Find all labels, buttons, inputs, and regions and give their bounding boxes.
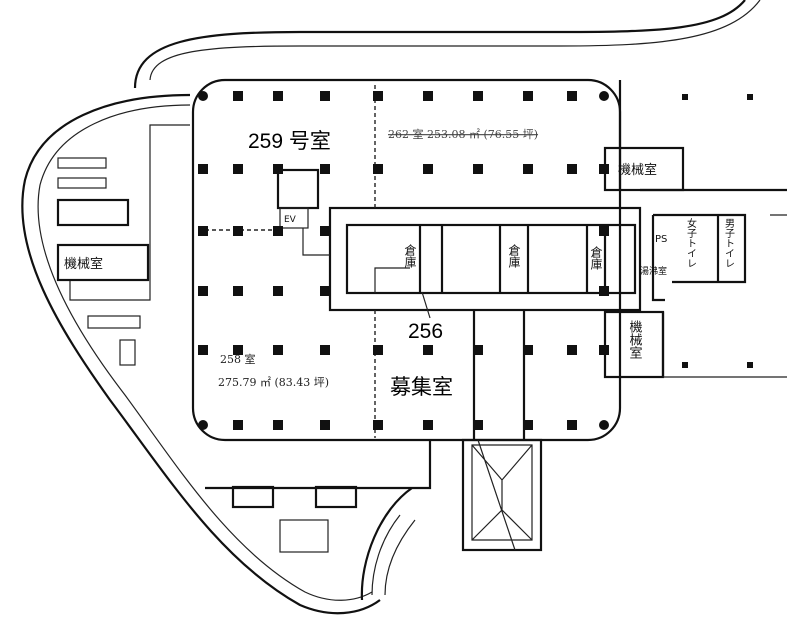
structural-column (567, 164, 577, 174)
leader-line (421, 291, 431, 319)
wall (302, 228, 330, 256)
outer-left-curve-inner (37, 104, 373, 601)
structural-column (273, 345, 283, 355)
fixture (57, 157, 107, 169)
structural-column (320, 345, 330, 355)
structural-column (523, 164, 533, 174)
structural-column (523, 345, 533, 355)
room-259-label: 259 号室 (248, 130, 331, 153)
mens-toilet-label: 男子トイレ (723, 218, 735, 268)
fixture (87, 315, 141, 329)
structural-column (599, 226, 609, 236)
structural-column (198, 345, 208, 355)
columns (198, 91, 753, 430)
ps-label: PS (655, 234, 667, 245)
structural-column (273, 286, 283, 296)
structural-column (682, 94, 688, 100)
structural-column (233, 345, 243, 355)
fixture (279, 519, 329, 553)
room-258-area: 275.79 ㎡ (83.43 坪) (218, 376, 329, 389)
room-258-name: 258 室 (220, 352, 256, 366)
structural-column (373, 91, 383, 101)
outer-left-curve (21, 93, 381, 615)
structural-column (233, 420, 243, 430)
structural-column (599, 345, 609, 355)
structural-column (198, 286, 208, 296)
structural-column (273, 91, 283, 101)
inner-left-wing (69, 124, 190, 301)
structural-column (198, 164, 208, 174)
structural-column (567, 420, 577, 430)
fixture (56, 198, 130, 227)
fixture (231, 485, 275, 509)
structural-column (273, 164, 283, 174)
structural-column (320, 420, 330, 430)
entrance-canopy (461, 438, 543, 552)
fixture (314, 485, 358, 509)
structural-column (423, 345, 433, 355)
structural-column (320, 91, 330, 101)
machine-room-left (56, 243, 150, 282)
structural-column (273, 420, 283, 430)
structural-column (198, 420, 208, 430)
structural-column (373, 345, 383, 355)
structural-column (373, 420, 383, 430)
structural-column (320, 286, 330, 296)
structural-column (273, 226, 283, 236)
structural-column (567, 91, 577, 101)
machine-room-left-label: 機械室 (64, 256, 103, 272)
structural-column (473, 345, 483, 355)
structural-column (523, 91, 533, 101)
womens-toilet-label: 女子トイレ (685, 217, 697, 268)
wall (374, 267, 410, 293)
outer-top-band (133, 0, 746, 89)
structural-column (747, 94, 753, 100)
structural-column (320, 226, 330, 236)
fixture (57, 177, 107, 189)
room-256-label: 256 (408, 320, 443, 343)
structural-column (423, 420, 433, 430)
structural-column (599, 91, 609, 101)
storage-label: 倉庫 (507, 243, 521, 269)
structural-column (373, 164, 383, 174)
structural-column (747, 362, 753, 368)
outer-top-band-inner (149, 0, 761, 81)
lower-wall (205, 440, 432, 601)
kitchenette-label: 湯沸室 (640, 265, 667, 277)
structural-column (423, 91, 433, 101)
structural-column (423, 164, 433, 174)
structural-column (473, 420, 483, 430)
machine-room-bottom-label: 機械室 (627, 320, 643, 359)
structural-column (233, 91, 243, 101)
ev-label: EV (284, 215, 297, 225)
stair (276, 168, 320, 210)
machine-room-top-label: 機械室 (618, 162, 657, 178)
structural-column (233, 226, 243, 236)
structural-column (599, 164, 609, 174)
elevator (279, 207, 309, 229)
room-262-label: 262 室 253.08 ㎡ (76.55 坪) (388, 127, 538, 141)
structural-column (198, 226, 208, 236)
main-building-outline (191, 78, 622, 442)
recruiting-label: 募集室 (390, 376, 453, 399)
entrance-roof (471, 439, 533, 551)
fixture (119, 339, 136, 366)
structural-column (473, 91, 483, 101)
structural-column (233, 164, 243, 174)
structural-column (599, 286, 609, 296)
structural-column (320, 164, 330, 174)
structural-column (198, 91, 208, 101)
structural-column (523, 420, 533, 430)
structural-column (682, 362, 688, 368)
structural-column (567, 345, 577, 355)
curved-stair (371, 514, 416, 596)
structural-column (599, 420, 609, 430)
storage-label: 倉庫 (403, 243, 417, 269)
structural-column (473, 164, 483, 174)
toilet-block (651, 213, 747, 302)
structural-column (233, 286, 243, 296)
core-block (345, 223, 637, 295)
corridor (328, 206, 642, 312)
storage-label: 倉庫 (589, 245, 603, 271)
